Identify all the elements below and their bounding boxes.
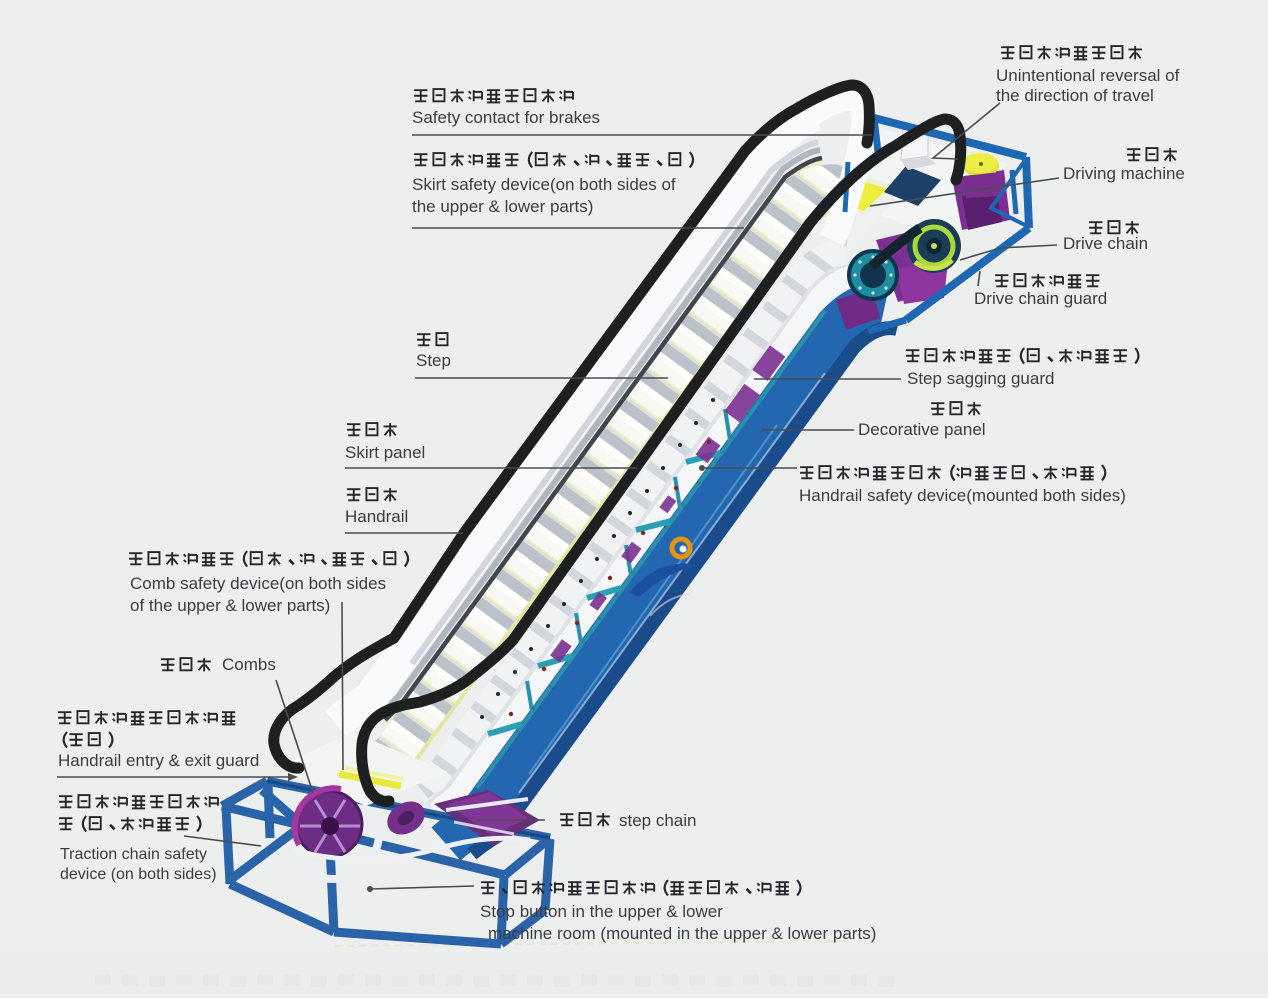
svg-text:Driving machine: Driving machine	[1063, 164, 1185, 183]
svg-text:machine room (mounted in the u: machine room (mounted in the upper & low…	[488, 924, 876, 943]
svg-text:of the upper & lower parts): of the upper & lower parts)	[130, 596, 330, 615]
svg-text:Handrail entry & exit guard: Handrail entry & exit guard	[58, 751, 259, 770]
svg-text:Unintentional reversal of: Unintentional reversal of	[996, 66, 1180, 85]
svg-text:the direction of travel: the direction of travel	[996, 86, 1154, 105]
svg-text:Safety contact for brakes: Safety contact for brakes	[412, 108, 600, 127]
svg-text:device (on both sides): device (on both sides)	[60, 866, 217, 883]
svg-text:Stop button in the upper & low: Stop button in the upper & lower	[480, 902, 723, 921]
svg-text:Handrail: Handrail	[345, 507, 408, 526]
svg-text:Drive chain: Drive chain	[1063, 234, 1148, 253]
svg-text:Skirt panel: Skirt panel	[345, 443, 425, 462]
svg-text:Comb safety device(on both sid: Comb safety device(on both sides	[130, 574, 386, 593]
svg-text:Traction chain safety: Traction chain safety	[60, 846, 207, 863]
svg-text:Combs: Combs	[222, 655, 276, 674]
svg-text:the upper & lower parts): the upper & lower parts)	[412, 197, 593, 216]
svg-text:step chain: step chain	[619, 811, 697, 830]
svg-text:Decorative panel: Decorative panel	[858, 420, 986, 439]
svg-text:Step: Step	[416, 351, 451, 370]
svg-text:Step sagging guard: Step sagging guard	[907, 369, 1054, 388]
svg-text:Skirt safety device(on both si: Skirt safety device(on both sides of	[412, 175, 676, 194]
svg-text:Drive chain guard: Drive chain guard	[974, 289, 1107, 308]
svg-text:Handrail safety device(mounted: Handrail safety device(mounted both side…	[799, 486, 1126, 505]
